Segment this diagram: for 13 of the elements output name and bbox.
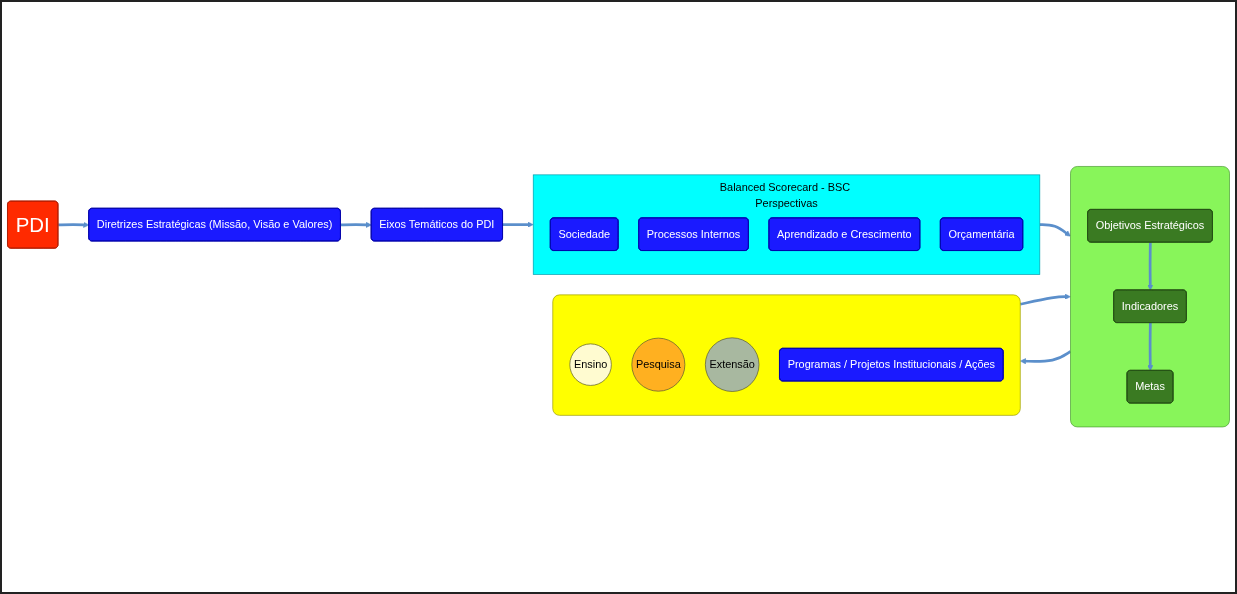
cluster bbox=[1070, 166, 1230, 428]
arrow bbox=[1039, 223, 1071, 237]
arrow bbox=[340, 222, 372, 229]
arrow bbox=[1020, 294, 1071, 306]
cluster bbox=[552, 294, 1021, 416]
arrow bbox=[58, 222, 90, 229]
arrow bbox=[1147, 323, 1154, 372]
arrow bbox=[502, 221, 534, 228]
arrow bbox=[1020, 350, 1072, 365]
node-circle: Ensino bbox=[569, 343, 612, 387]
node-circle: Pesquisa bbox=[631, 338, 686, 392]
node-circle: Extensão bbox=[705, 337, 760, 393]
arrow bbox=[1147, 242, 1154, 291]
